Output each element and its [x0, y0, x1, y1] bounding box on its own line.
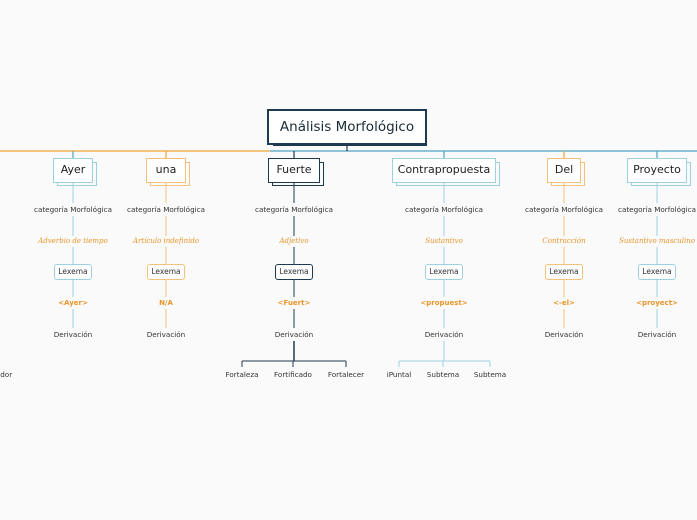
category-value: Adjetivo [279, 237, 309, 245]
category-label: categoría Morfológica [127, 205, 205, 214]
lexeme-box[interactable]: Lexema [147, 264, 185, 280]
lexeme-box[interactable]: Lexema [54, 264, 92, 280]
category-value: Sustantivo masculino [619, 237, 695, 245]
derivation-item[interactable]: Fortificado [274, 370, 312, 379]
lexeme-value: N/A [159, 299, 173, 307]
lexeme-value: <-el> [553, 299, 575, 307]
derivation-item[interactable]: iPuntal [386, 370, 412, 379]
lexeme-value: <Ayer> [58, 299, 88, 307]
lexeme-box[interactable]: Lexema [275, 264, 313, 280]
topic-4[interactable]: Del [547, 158, 581, 183]
derivation-item[interactable]: Subtema [473, 370, 507, 379]
derivation-label: Derivación [637, 330, 677, 339]
lexeme-value: <proyect> [636, 299, 678, 307]
topic-5[interactable]: Proyecto [627, 158, 687, 183]
lexeme-value: <Fuert> [277, 299, 311, 307]
category-label: categoría Morfológica [405, 205, 483, 214]
topic-2[interactable]: Fuerte [268, 158, 320, 183]
category-label: categoría Morfológica [34, 205, 112, 214]
lexeme-box[interactable]: Lexema [545, 264, 583, 280]
lexeme-box[interactable]: Lexema [425, 264, 463, 280]
offscreen-partial-label: ador [0, 370, 13, 379]
category-label: categoría Morfológica [618, 205, 696, 214]
topic-0[interactable]: Ayer [53, 158, 93, 183]
lexeme-value: <propuest> [420, 299, 468, 307]
lexeme-box[interactable]: Lexema [638, 264, 676, 280]
derivation-label: Derivación [424, 330, 464, 339]
derivation-item[interactable]: Subtema [426, 370, 460, 379]
category-value: Artículo indefinido [132, 237, 200, 245]
category-value: Sustantivo [425, 237, 463, 245]
category-label: categoría Morfológica [525, 205, 603, 214]
topic-1[interactable]: una [146, 158, 186, 183]
derivation-label: Derivación [146, 330, 186, 339]
derivation-label: Derivación [53, 330, 93, 339]
category-value: Contracción [542, 237, 586, 245]
derivation-label: Derivación [544, 330, 584, 339]
derivation-label: Derivación [274, 330, 314, 339]
topic-3[interactable]: Contrapropuesta [392, 158, 496, 183]
derivation-item[interactable]: Fortaleza [225, 370, 259, 379]
root-node[interactable]: Análisis Morfológico [267, 109, 427, 145]
derivation-item[interactable]: Fortalecer [327, 370, 365, 379]
category-label: categoría Morfológica [255, 205, 333, 214]
category-value: Adverbio de tiempo [38, 237, 108, 245]
